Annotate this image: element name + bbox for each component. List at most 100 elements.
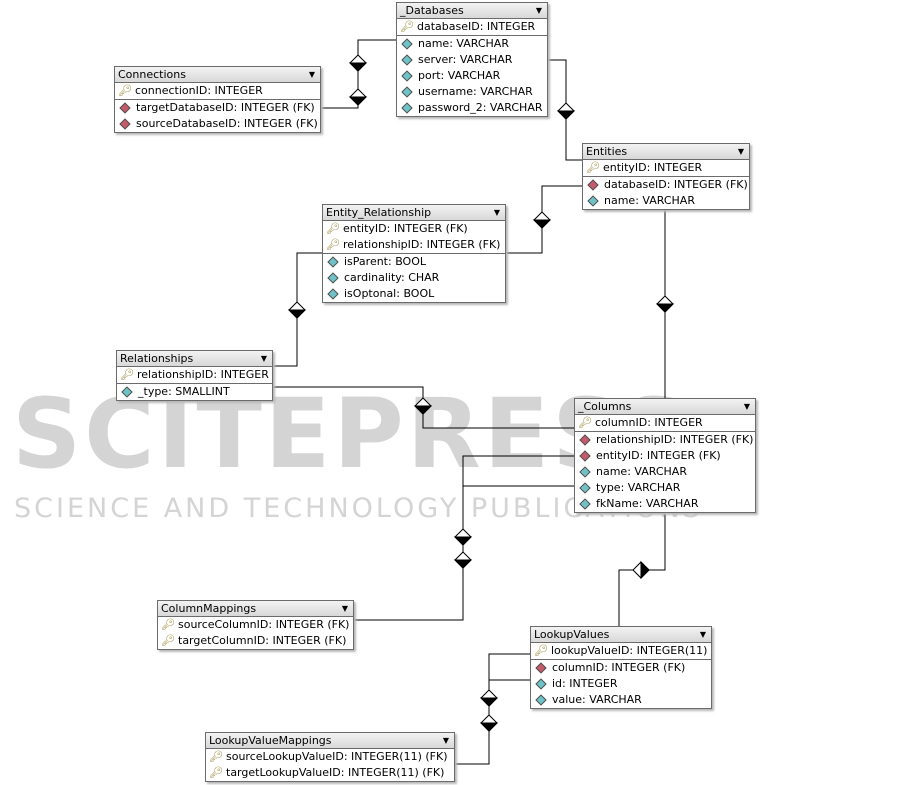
column-label: columnID: INTEGER	[595, 416, 703, 429]
column-row[interactable]: targetDatabaseID: INTEGER (FK)	[115, 99, 320, 116]
table-entity-relationship[interactable]: Entity_Relationship▼ 🔑︎entityID: INTEGER…	[322, 204, 506, 303]
dropdown-icon[interactable]: ▼	[737, 147, 744, 156]
column-row[interactable]: value: VARCHAR	[531, 692, 711, 708]
foreign-key-icon	[587, 179, 599, 191]
table-entities[interactable]: Entities▼ 🔑︎entityID: INTEGER databaseID…	[582, 143, 750, 210]
table-title: Relationships	[120, 352, 194, 365]
table-lookupvalues[interactable]: LookupValues ▼ 🔑︎lookupValueID: INTEGER(1…	[530, 626, 712, 709]
dropdown-icon[interactable]: ▼	[535, 6, 542, 15]
column-row[interactable]: password_2: VARCHAR	[397, 100, 547, 116]
column-row[interactable]: 🔑︎targetColumnID: INTEGER (FK)	[158, 633, 353, 649]
column-label: port: VARCHAR	[418, 69, 501, 82]
attribute-icon	[535, 678, 547, 690]
column-row[interactable]: 🔑︎targetLookupValueID: INTEGER(11) (FK)	[206, 765, 454, 781]
column-row[interactable]: name: VARCHAR	[397, 35, 547, 52]
attribute-icon	[401, 70, 413, 82]
dropdown-icon[interactable]: ▼	[260, 354, 267, 363]
column-row[interactable]: columnID: INTEGER (FK)	[531, 659, 711, 676]
column-row[interactable]: 🔑︎sourceLookupValueID: INTEGER(11) (FK)	[206, 749, 454, 765]
attribute-icon	[401, 86, 413, 98]
table-header: Entity_Relationship▼	[323, 205, 505, 221]
column-row[interactable]: 🔑︎databaseID: INTEGER	[397, 19, 547, 35]
primary-key-icon: 🔑︎	[400, 20, 414, 33]
primary-key-icon: 🔑︎	[578, 416, 592, 429]
column-label: targetLookupValueID: INTEGER(11) (FK)	[226, 766, 445, 779]
table-databases[interactable]: _Databases ▼ 🔑︎databaseID: INTEGER name: …	[396, 2, 548, 117]
column-label: isOptonal: BOOL	[344, 287, 435, 300]
table-columns[interactable]: _Columns ▼ 🔑︎columnID: INTEGER relationsh…	[574, 398, 756, 513]
primary-key-icon: 🔑︎	[326, 222, 340, 235]
foreign-key-icon	[119, 118, 131, 130]
table-relationships[interactable]: Relationships ▼ 🔑︎relationshipID: INTEGER…	[116, 350, 273, 401]
table-title: LookupValueMappings	[209, 734, 332, 747]
attribute-icon	[587, 195, 599, 207]
table-lookupvaluemappings[interactable]: LookupValueMappings ▼ 🔑︎sourceLookupValue…	[205, 732, 455, 782]
table-title: _Databases	[400, 4, 464, 17]
attribute-icon	[327, 256, 339, 268]
column-row[interactable]: 🔑︎sourceColumnID: INTEGER (FK)	[158, 617, 353, 633]
table-connections[interactable]: Connections▼ 🔑︎connectionID: INTEGER tar…	[114, 66, 321, 133]
primary-key-icon: 🔑︎	[161, 634, 175, 647]
column-label: connectionID: INTEGER	[135, 84, 263, 97]
primary-key-icon: 🔑︎	[326, 238, 340, 251]
column-row[interactable]: id: INTEGER	[531, 676, 711, 692]
attribute-icon	[401, 102, 413, 114]
table-header: LookupValueMappings ▼	[206, 733, 454, 749]
column-row[interactable]: isOptonal: BOOL	[323, 286, 505, 302]
table-title: _Columns	[578, 400, 632, 413]
column-row[interactable]: entityID: INTEGER (FK)	[575, 448, 755, 464]
column-row[interactable]: _type: SMALLINT	[117, 383, 272, 400]
column-label: columnID: INTEGER (FK)	[552, 661, 686, 674]
column-row[interactable]: 🔑︎columnID: INTEGER	[575, 415, 755, 431]
table-header: _Columns ▼	[575, 399, 755, 415]
column-row[interactable]: server: VARCHAR	[397, 52, 547, 68]
table-title: LookupValues	[534, 628, 610, 641]
column-label: relationshipID: INTEGER (FK)	[343, 238, 501, 251]
column-row[interactable]: name: VARCHAR	[575, 464, 755, 480]
column-row[interactable]: username: VARCHAR	[397, 84, 547, 100]
column-label: sourceColumnID: INTEGER (FK)	[178, 618, 350, 631]
table-header: Entities▼	[583, 144, 749, 160]
table-header: Connections▼	[115, 67, 320, 83]
dropdown-icon[interactable]: ▼	[743, 402, 750, 411]
column-label: entityID: INTEGER	[603, 161, 703, 174]
column-row[interactable]: 🔑︎relationshipID: INTEGER (FK)	[323, 237, 505, 253]
column-label: fkName: VARCHAR	[596, 497, 699, 510]
column-label: targetColumnID: INTEGER (FK)	[178, 634, 347, 647]
column-label: entityID: INTEGER (FK)	[343, 222, 468, 235]
column-row[interactable]: name: VARCHAR	[583, 193, 749, 209]
column-label: value: VARCHAR	[552, 693, 642, 706]
dropdown-icon[interactable]: ▼	[442, 736, 449, 745]
attribute-icon	[579, 498, 591, 510]
column-label: sourceDatabaseID: INTEGER (FK)	[136, 117, 318, 130]
column-label: password_2: VARCHAR	[418, 101, 543, 114]
table-columnmappings[interactable]: ColumnMappings▼ 🔑︎sourceColumnID: INTEGE…	[157, 600, 354, 650]
dropdown-icon[interactable]: ▼	[308, 70, 315, 79]
dropdown-icon[interactable]: ▼	[493, 208, 500, 217]
table-header: LookupValues ▼	[531, 627, 711, 643]
dropdown-icon[interactable]: ▼	[699, 630, 706, 639]
primary-key-icon: 🔑︎	[161, 618, 175, 631]
column-row[interactable]: port: VARCHAR	[397, 68, 547, 84]
column-row[interactable]: 🔑︎lookupValueID: INTEGER(11)	[531, 643, 711, 659]
primary-key-icon: 🔑︎	[118, 84, 132, 97]
column-row[interactable]: 🔑︎connectionID: INTEGER	[115, 83, 320, 99]
column-row[interactable]: isParent: BOOL	[323, 253, 505, 270]
attribute-icon	[401, 54, 413, 66]
column-row[interactable]: relationshipID: INTEGER (FK)	[575, 431, 755, 448]
column-row[interactable]: cardinality: CHAR	[323, 270, 505, 286]
column-row[interactable]: 🔑︎relationshipID: INTEGER	[117, 367, 272, 383]
dropdown-icon[interactable]: ▼	[341, 604, 348, 613]
column-row[interactable]: fkName: VARCHAR	[575, 496, 755, 512]
column-row[interactable]: 🔑︎entityID: INTEGER (FK)	[323, 221, 505, 237]
column-row[interactable]: 🔑︎entityID: INTEGER	[583, 160, 749, 176]
column-row[interactable]: databaseID: INTEGER (FK)	[583, 176, 749, 193]
column-label: name: VARCHAR	[596, 465, 687, 478]
column-row[interactable]: type: VARCHAR	[575, 480, 755, 496]
column-row[interactable]: sourceDatabaseID: INTEGER (FK)	[115, 116, 320, 132]
column-label: id: INTEGER	[552, 677, 618, 690]
column-label: relationshipID: INTEGER	[137, 368, 269, 381]
attribute-icon	[327, 272, 339, 284]
